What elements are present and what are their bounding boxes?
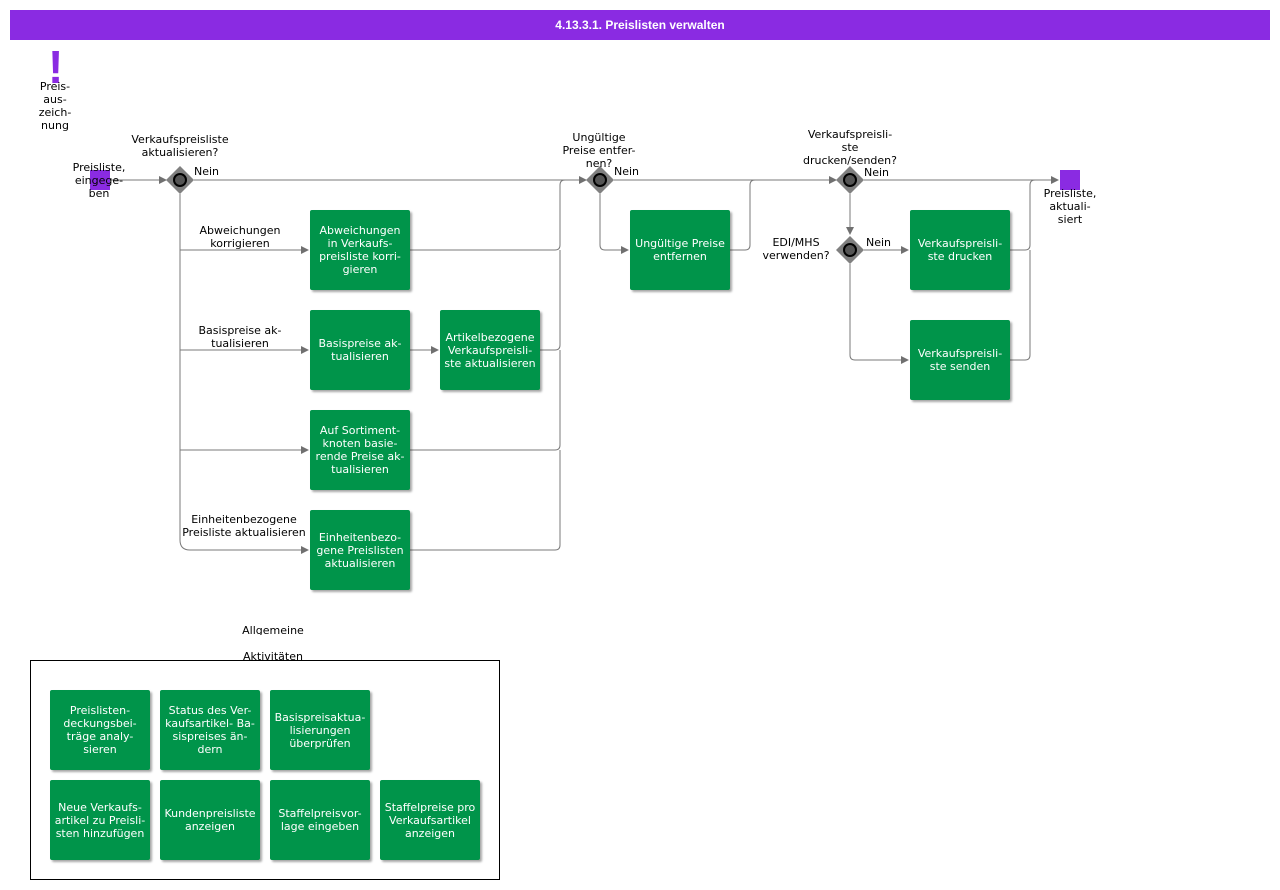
gateway-diamond-icon[interactable] [166, 166, 194, 194]
exclamation-icon: ! [48, 41, 64, 93]
legend-title-line2: Aktivitäten [243, 650, 303, 660]
gateway-diamond-icon[interactable] [586, 166, 614, 194]
branch-label-basispreise: Basispreise ak- tualisieren [198, 324, 282, 350]
edge-return-ungueltig [730, 179, 756, 251]
legend-task-deckungsbeitraege[interactable]: Preislisten- deckungsbei- träge analy- s… [50, 690, 150, 770]
task-basispreise-aktualisieren[interactable]: Basispreise ak- tualisieren [310, 310, 410, 390]
edge-g4-senden [849, 264, 909, 364]
task-ungueltige-preise-entfernen[interactable]: Ungültige Preise entfernen [630, 210, 730, 290]
legend-task-neue-verkaufsartikel[interactable]: Neue Verkaufs- artikel zu Preisli- sten … [50, 780, 150, 860]
gateway-1-no-label: Nein [194, 165, 220, 178]
task-preisliste-drucken[interactable]: Verkaufspreisli- ste drucken [910, 210, 1010, 290]
gateway-3-no-label: Nein [864, 166, 890, 179]
legend-task-staffelpreisvorlage[interactable]: Staffelpreisvor- lage eingeben [270, 780, 370, 860]
page-title: 4.13.3.1. Preislisten verwalten [10, 10, 1270, 40]
task-artikelbezogene-preisliste[interactable]: Artikelbezogene Verkaufspreisli- ste akt… [440, 310, 540, 390]
edge-g1-trunk [179, 194, 309, 554]
gateway-2-question: Ungültige Preise entfer- nen? [562, 131, 636, 170]
gateway-1-question: Verkaufspreisliste aktualisieren? [131, 133, 229, 159]
task-einheitenbezogene-preislisten[interactable]: Einheitenbezo- gene Preislisten aktualis… [310, 510, 410, 590]
start-event-label: Preisliste, eingege- ben [72, 161, 126, 200]
end-event-icon[interactable] [1060, 170, 1080, 190]
edge-return-senden [1010, 250, 1031, 361]
edge-return-einheiten [410, 450, 561, 551]
gateway-3-question: Verkaufspreisli- ste drucken/senden? [803, 128, 897, 167]
task-preisliste-senden[interactable]: Verkaufspreisli- ste senden [910, 320, 1010, 400]
edge-return-abweichungen [410, 179, 566, 251]
gateway-diamond-icon[interactable] [836, 236, 864, 264]
legend-task-basispreisaktualisierungen[interactable]: Basispreisaktua- lisierungen überprüfen [270, 690, 370, 770]
trigger-label: Preis- aus- zeich- nung [38, 80, 72, 132]
edge-return-artikel [540, 250, 561, 351]
edge-g2-ungueltig [599, 194, 629, 254]
gateway-4-question: EDI/MHS verwenden? [762, 236, 830, 262]
gateway-diamond-icon[interactable] [836, 166, 864, 194]
branch-label-einheiten: Einheitenbezogene Preisliste aktualisier… [182, 513, 306, 539]
task-abweichungen-korrigieren[interactable]: Abweichungen in Verkaufs- preisliste kor… [310, 210, 410, 290]
start-event-icon[interactable] [90, 170, 110, 190]
gateway-2-no-label: Nein [614, 165, 640, 178]
legend-title-line1: Allgemeine [242, 625, 304, 635]
edge-return-drucken [1010, 179, 1036, 251]
general-activities-box: Preislisten- deckungsbei- träge analy- s… [30, 660, 500, 880]
legend-task-kundenpreisliste[interactable]: Kundenpreisliste anzeigen [160, 780, 260, 860]
legend-task-status-aendern[interactable]: Status des Ver- kaufsartikel- Ba- sispre… [160, 690, 260, 770]
edge-return-sortiment [410, 350, 561, 451]
gateway-4-no-label: Nein [866, 236, 892, 249]
legend-task-staffelpreise-anzeigen[interactable]: Staffelpreise pro Verkaufsartikel anzeig… [380, 780, 480, 860]
end-event-label: Preisliste, aktuali- siert [1043, 187, 1097, 226]
task-sortimentknoten-preise[interactable]: Auf Sortiment- knoten basie- rende Preis… [310, 410, 410, 490]
branch-label-abweichungen: Abweichungen korrigieren [199, 224, 281, 250]
